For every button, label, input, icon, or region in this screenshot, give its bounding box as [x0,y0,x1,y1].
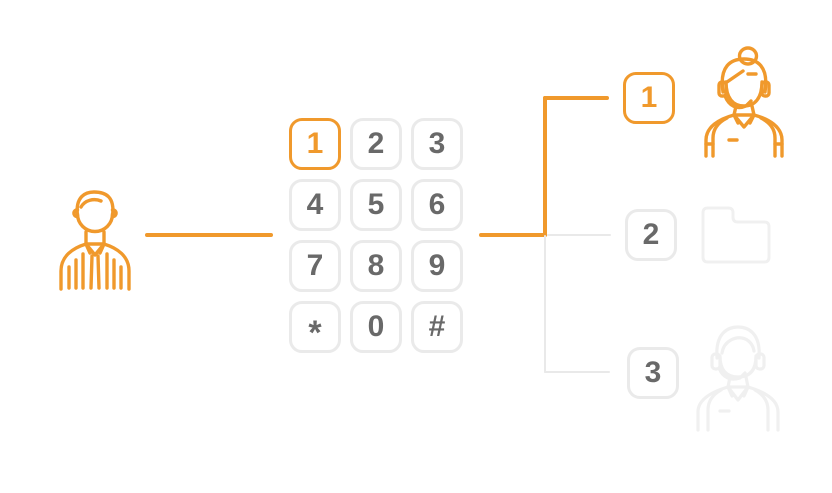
menu-option-2-badge: 2 [625,209,677,261]
key-label: 0 [367,310,385,343]
keypad-key-9: 9 [411,240,463,292]
menu-option-3-badge: 3 [627,347,679,399]
caller-person-icon [56,183,134,291]
keypad-key-hash: # [411,301,463,353]
key-label: * [308,313,322,352]
key-label: 2 [367,127,385,160]
keypad-key-3: 3 [411,118,463,170]
option-number: 1 [640,81,658,114]
branch-horizontal-option3 [544,371,610,373]
keypad-key-4: 4 [289,179,341,231]
branch-vertical-option1 [543,96,547,237]
keypad-key-star: * [289,301,341,353]
key-label: # [428,310,446,343]
keypad-key-6: 6 [411,179,463,231]
keypad-key-7: 7 [289,240,341,292]
option-number: 3 [644,356,662,389]
keypad-key-0: 0 [350,301,402,353]
key-label: 3 [428,127,446,160]
key-label: 4 [306,188,324,221]
branch-vertical-option3 [544,235,546,373]
keypad-to-branch-connector [479,233,547,237]
key-label: 7 [306,249,324,282]
male-agent-headset-icon [695,320,781,432]
branch-horizontal-option2 [547,234,611,236]
branch-horizontal-option1 [543,96,609,100]
menu-option-1-badge: 1 [623,72,675,124]
female-agent-headset-icon [699,46,789,158]
keypad-key-2: 2 [350,118,402,170]
phone-keypad: 1 2 3 4 5 6 7 8 9 * 0 # [289,118,463,353]
key-label: 8 [367,249,385,282]
keypad-key-5: 5 [350,179,402,231]
option-number: 2 [642,218,660,251]
folder-icon [701,204,771,266]
key-label: 9 [428,249,446,282]
keypad-key-8: 8 [350,240,402,292]
keypad-key-1: 1 [289,118,341,170]
key-label: 5 [367,188,385,221]
key-label: 1 [306,127,324,160]
key-label: 6 [428,188,446,221]
caller-to-keypad-connector [145,233,273,237]
